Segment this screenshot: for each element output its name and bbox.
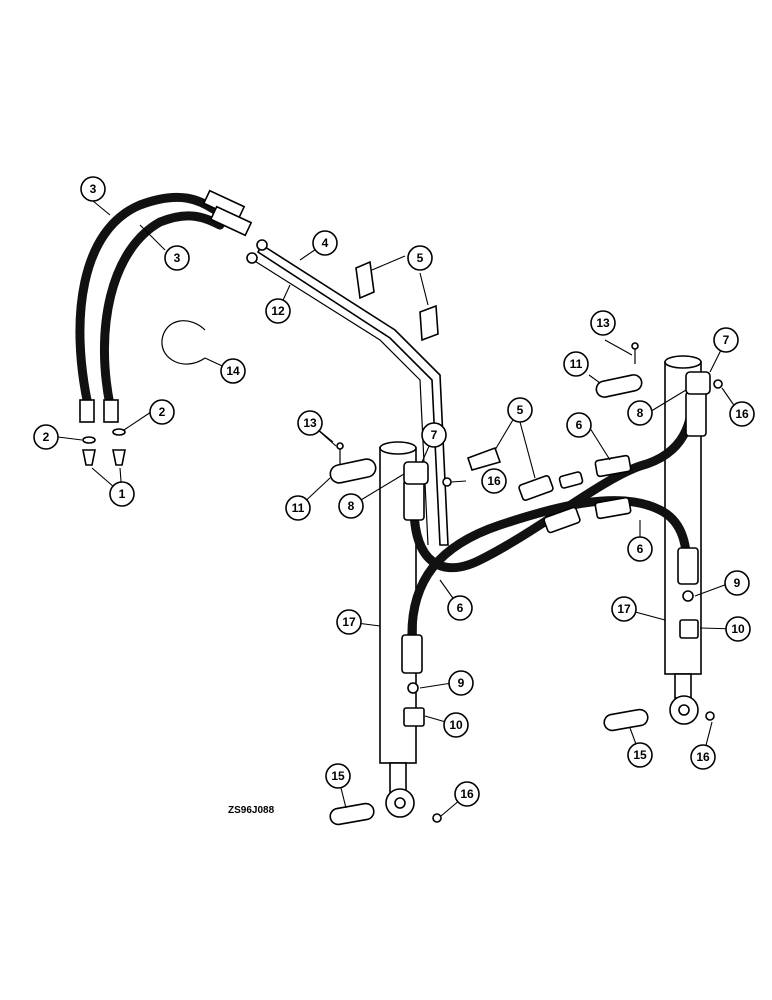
- callout-6: 6: [627, 536, 653, 562]
- svg-text:6: 6: [457, 601, 464, 615]
- callout-7: 7: [421, 422, 447, 448]
- callout-15: 15: [627, 742, 653, 768]
- callout-2: 2: [33, 424, 59, 450]
- figure-reference-code: ZS96J088: [228, 805, 275, 816]
- svg-text:16: 16: [460, 787, 474, 801]
- svg-text:8: 8: [637, 406, 644, 420]
- callout-11: 11: [285, 495, 311, 521]
- clips-16: [432, 379, 723, 823]
- svg-text:13: 13: [596, 316, 610, 330]
- svg-text:12: 12: [271, 304, 285, 318]
- callout-16: 16: [481, 468, 507, 494]
- svg-text:15: 15: [633, 748, 647, 762]
- hoses-6: [401, 375, 707, 674]
- svg-text:7: 7: [431, 428, 438, 442]
- svg-text:3: 3: [90, 182, 97, 196]
- fittings-9-10: [403, 590, 699, 727]
- callout-4: 4: [312, 230, 338, 256]
- svg-text:1: 1: [119, 487, 126, 501]
- hose-assembly-3: [75, 189, 253, 423]
- callout-17: 17: [336, 609, 362, 635]
- svg-text:10: 10: [449, 718, 463, 732]
- pins-15: [329, 708, 649, 826]
- svg-text:16: 16: [487, 474, 501, 488]
- svg-text:5: 5: [517, 403, 524, 417]
- callout-10: 10: [725, 616, 751, 642]
- pins-11: [329, 374, 643, 484]
- svg-text:10: 10: [731, 622, 745, 636]
- callout-13: 13: [297, 410, 323, 436]
- svg-text:3: 3: [174, 251, 181, 265]
- svg-text:7: 7: [723, 333, 730, 347]
- svg-text:6: 6: [637, 542, 644, 556]
- callout-9: 9: [448, 670, 474, 696]
- callout-2: 2: [149, 399, 175, 425]
- callout-8: 8: [338, 493, 364, 519]
- callout-3: 3: [164, 245, 190, 271]
- callout-5: 5: [507, 397, 533, 423]
- svg-text:6: 6: [576, 418, 583, 432]
- callout-7: 7: [713, 327, 739, 353]
- callout-9: 9: [724, 570, 750, 596]
- callout-11: 11: [563, 351, 589, 377]
- callout-5: 5: [407, 245, 433, 271]
- svg-text:9: 9: [734, 576, 741, 590]
- svg-text:15: 15: [331, 769, 345, 783]
- o-rings-2: [82, 428, 126, 444]
- callout-14: 14: [220, 358, 246, 384]
- callout-8: 8: [627, 400, 653, 426]
- callout-6: 6: [566, 412, 592, 438]
- bolts-13: [336, 342, 639, 464]
- elbows-7-8: [403, 371, 711, 485]
- svg-text:17: 17: [617, 602, 631, 616]
- svg-text:11: 11: [292, 501, 305, 515]
- callout-17: 17: [611, 596, 637, 622]
- coupler-tips-1: [82, 449, 126, 466]
- tubes-4-12: [246, 239, 449, 546]
- svg-text:14: 14: [226, 364, 240, 378]
- callout-16: 16: [729, 401, 755, 427]
- callout-6: 6: [447, 595, 473, 621]
- svg-text:13: 13: [303, 416, 317, 430]
- callout-16: 16: [690, 744, 716, 770]
- svg-text:17: 17: [342, 615, 356, 629]
- callout-13: 13: [590, 310, 616, 336]
- brackets-5: [355, 260, 502, 471]
- svg-text:9: 9: [458, 676, 465, 690]
- svg-text:16: 16: [735, 407, 749, 421]
- svg-text:8: 8: [348, 499, 355, 513]
- callout-10: 10: [443, 712, 469, 738]
- callout-1: 1: [109, 481, 135, 507]
- svg-text:2: 2: [43, 430, 50, 444]
- callout-15: 15: [325, 763, 351, 789]
- callout-16: 16: [454, 781, 480, 807]
- svg-text:16: 16: [696, 750, 710, 764]
- svg-text:5: 5: [417, 251, 424, 265]
- svg-text:2: 2: [159, 405, 166, 419]
- callout-3: 3: [80, 176, 106, 202]
- clamp-ring-14: [161, 320, 206, 365]
- svg-text:11: 11: [570, 357, 583, 371]
- callout-12: 12: [265, 298, 291, 324]
- svg-text:4: 4: [322, 236, 329, 250]
